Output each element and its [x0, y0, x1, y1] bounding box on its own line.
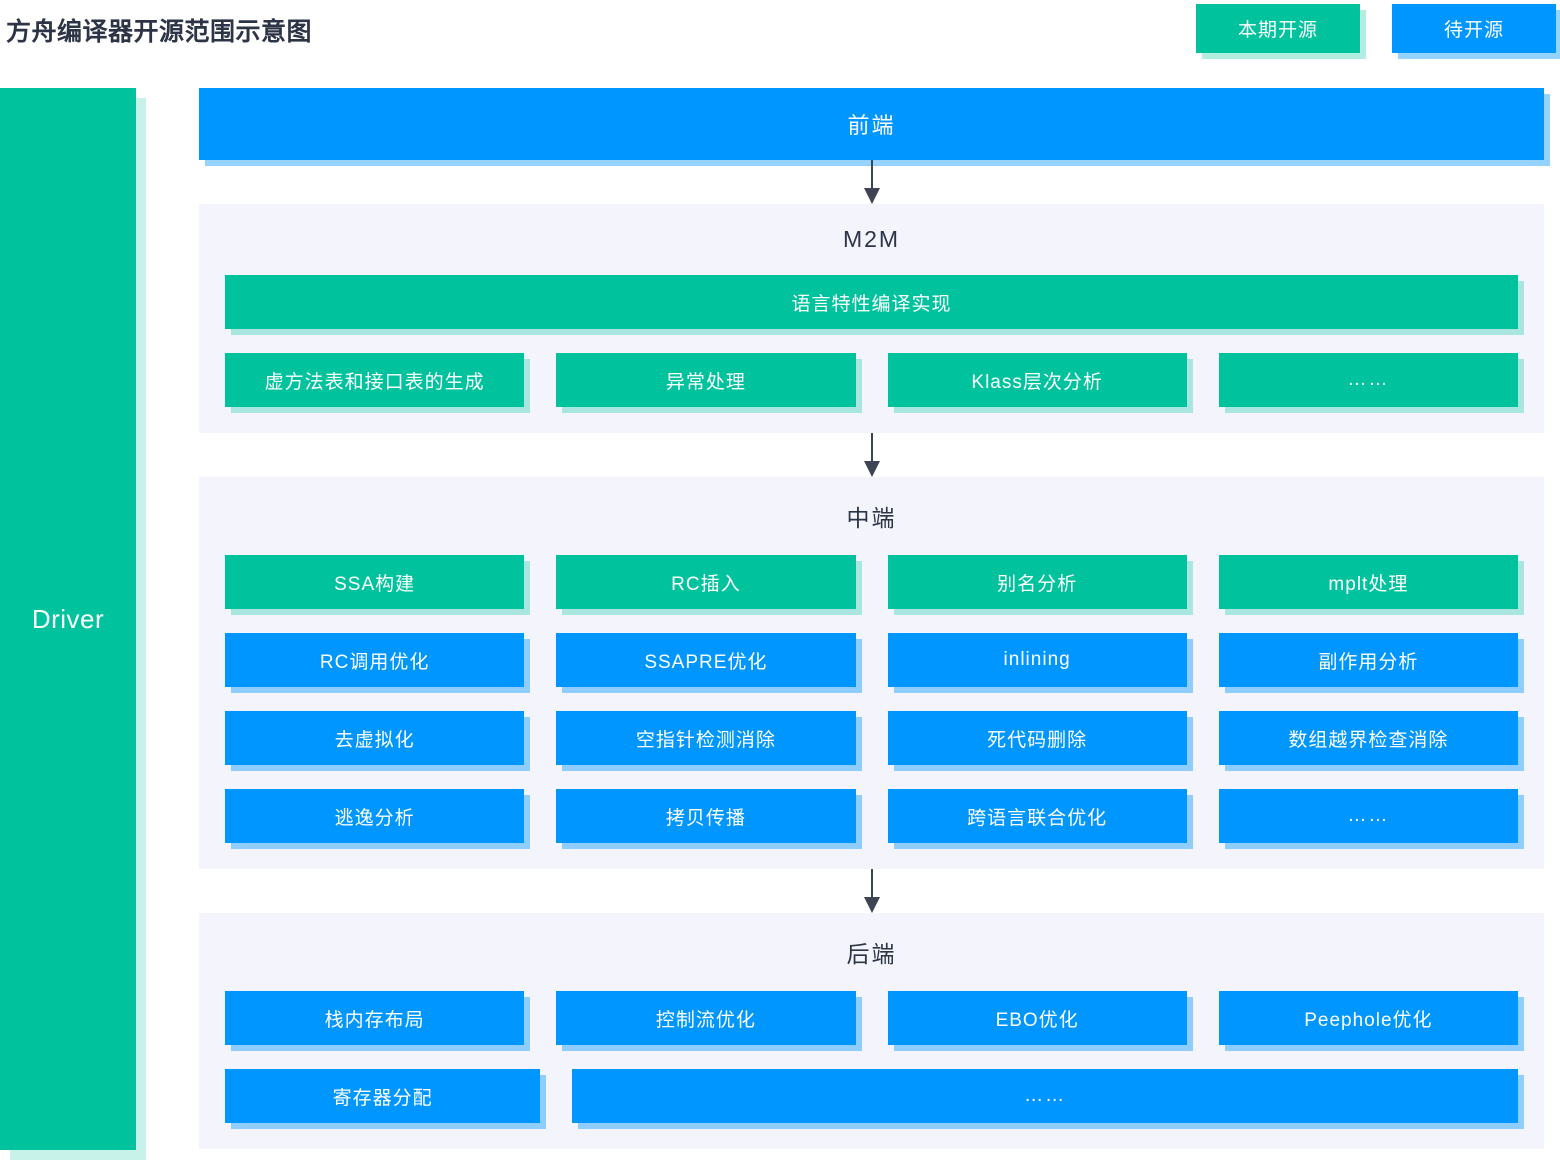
cell-label: 寄存器分配 — [332, 1087, 433, 1109]
arrow-head-icon — [863, 188, 880, 204]
cell-label: inlining — [1003, 649, 1071, 670]
cell-label: 虚方法表和接口表的生成 — [264, 371, 485, 393]
cell-label: 死代码删除 — [987, 729, 1088, 751]
middle-item-cross-language-optimization[interactable]: 跨语言联合优化 — [887, 789, 1187, 843]
middle-row-3: 去虚拟化 空指针检测消除 死代码删除 数组越界检查消除 — [225, 711, 1518, 765]
cell-label: Klass层次分析 — [971, 371, 1103, 393]
cell-label: EBO优化 — [995, 1009, 1079, 1031]
legend-chip-current-open-source[interactable]: 本期开源 — [1196, 4, 1360, 53]
panel-backend: 后端 栈内存布局 控制流优化 EBO优化 Peephole优化 寄存器分配 …… — [199, 913, 1544, 1149]
middle-item-array-bounds-check-elimination[interactable]: 数组越界检查消除 — [1218, 711, 1518, 765]
cell-label: 逃逸分析 — [334, 807, 415, 829]
middle-item-rc-insertion[interactable]: RC插入 — [556, 555, 856, 609]
legend: 本期开源 待开源 — [1196, 4, 1556, 53]
m2m-item-vtable-itable[interactable]: 虚方法表和接口表的生成 — [225, 353, 525, 407]
page-title: 方舟编译器开源范围示意图 — [6, 18, 313, 46]
driver-rail: Driver — [0, 88, 136, 1150]
arrow-head-icon — [863, 461, 880, 477]
middle-row-2: RC调用优化 SSAPRE优化 inlining 副作用分析 — [225, 633, 1518, 687]
middle-item-mplt-processing[interactable]: mplt处理 — [1218, 555, 1518, 609]
backend-item-register-allocation[interactable]: 寄存器分配 — [225, 1069, 541, 1123]
connector-frontend-to-m2m — [199, 160, 1544, 204]
middle-item-devirtualization[interactable]: 去虚拟化 — [225, 711, 525, 765]
middle-item-ssa-construction[interactable]: SSA构建 — [225, 555, 525, 609]
middle-item-side-effect-analysis[interactable]: 副作用分析 — [1218, 633, 1518, 687]
m2m-item-klass-hierarchy[interactable]: Klass层次分析 — [887, 353, 1187, 407]
m2m-item-more[interactable]: …… — [1218, 353, 1518, 407]
middle-item-null-check-elimination[interactable]: 空指针检测消除 — [556, 711, 856, 765]
legend-chip-label: 本期开源 — [1237, 20, 1318, 41]
panel-m2m-title: M2M — [842, 226, 901, 252]
stage-frontend-label: 前端 — [847, 113, 896, 138]
middle-item-alias-analysis[interactable]: 别名分析 — [887, 555, 1187, 609]
m2m-item-language-feature[interactable]: 语言特性编译实现 — [225, 275, 1518, 329]
cell-label: 去虚拟化 — [334, 729, 415, 751]
cell-label: 栈内存布局 — [324, 1009, 425, 1031]
backend-item-ebo-optimization[interactable]: EBO优化 — [887, 991, 1187, 1045]
cell-label: 别名分析 — [997, 573, 1078, 595]
backend-row-1: 栈内存布局 控制流优化 EBO优化 Peephole优化 — [225, 991, 1518, 1045]
backend-item-more[interactable]: …… — [572, 1069, 1518, 1123]
backend-item-stack-memory-layout[interactable]: 栈内存布局 — [225, 991, 525, 1045]
cell-label: 空指针检测消除 — [635, 729, 776, 751]
middle-item-dead-code-elimination[interactable]: 死代码删除 — [887, 711, 1187, 765]
panel-middle-end: 中端 SSA构建 RC插入 别名分析 mplt处理 RC调用优化 SSAPRE优… — [199, 477, 1544, 869]
middle-item-inlining[interactable]: inlining — [887, 633, 1187, 687]
panel-m2m: M2M 语言特性编译实现 虚方法表和接口表的生成 异常处理 Klass层次分析 … — [199, 204, 1544, 433]
middle-item-rc-call-optimization[interactable]: RC调用优化 — [225, 633, 525, 687]
cell-label: SSAPRE优化 — [644, 651, 768, 673]
cell-label: 语言特性编译实现 — [791, 293, 952, 315]
cell-label: …… — [1024, 1085, 1067, 1106]
m2m-wide-row: 语言特性编译实现 — [225, 275, 1518, 329]
cell-label: 数组越界检查消除 — [1288, 729, 1449, 751]
cell-label: RC调用优化 — [319, 651, 430, 673]
driver-label: Driver — [31, 603, 105, 634]
compiler-flow: 前端 M2M 语言特性编译实现 虚方法表和接口表的生成 异常处理 Klass层次… — [199, 88, 1544, 1149]
middle-item-copy-propagation[interactable]: 拷贝传播 — [556, 789, 856, 843]
legend-chip-label: 待开源 — [1443, 20, 1504, 41]
cell-label: mplt处理 — [1328, 573, 1409, 595]
middle-item-ssapre-optimization[interactable]: SSAPRE优化 — [556, 633, 856, 687]
cell-label: …… — [1347, 805, 1390, 826]
panel-middle-end-title: 中端 — [846, 505, 897, 531]
cell-label: RC插入 — [671, 573, 741, 595]
cell-label: Peephole优化 — [1304, 1009, 1433, 1031]
arrow-shaft-icon — [870, 869, 873, 899]
arrow-head-icon — [863, 897, 880, 913]
m2m-item-exception-handling[interactable]: 异常处理 — [556, 353, 856, 407]
arrow-shaft-icon — [870, 433, 873, 463]
cell-label: 控制流优化 — [655, 1009, 756, 1031]
cell-label: …… — [1347, 369, 1390, 390]
stage-frontend[interactable]: 前端 — [199, 88, 1544, 160]
middle-row-4: 逃逸分析 拷贝传播 跨语言联合优化 …… — [225, 789, 1518, 843]
legend-chip-pending-open-source[interactable]: 待开源 — [1392, 4, 1556, 53]
cell-label: 异常处理 — [665, 371, 746, 393]
middle-row-1: SSA构建 RC插入 别名分析 mplt处理 — [225, 555, 1518, 609]
arrow-shaft-icon — [870, 160, 873, 190]
m2m-items-row: 虚方法表和接口表的生成 异常处理 Klass层次分析 …… — [225, 353, 1518, 407]
middle-item-more[interactable]: …… — [1218, 789, 1518, 843]
cell-label: 副作用分析 — [1318, 651, 1419, 673]
backend-item-peephole-optimization[interactable]: Peephole优化 — [1218, 991, 1518, 1045]
cell-label: 跨语言联合优化 — [967, 807, 1108, 829]
backend-row-2: 寄存器分配 …… — [225, 1069, 1518, 1123]
connector-m2m-to-middle — [199, 433, 1544, 477]
cell-label: 拷贝传播 — [665, 807, 746, 829]
connector-middle-to-backend — [199, 869, 1544, 913]
backend-item-control-flow-optimization[interactable]: 控制流优化 — [556, 991, 856, 1045]
cell-label: SSA构建 — [334, 573, 416, 595]
middle-item-escape-analysis[interactable]: 逃逸分析 — [225, 789, 525, 843]
panel-backend-title: 后端 — [846, 941, 897, 967]
